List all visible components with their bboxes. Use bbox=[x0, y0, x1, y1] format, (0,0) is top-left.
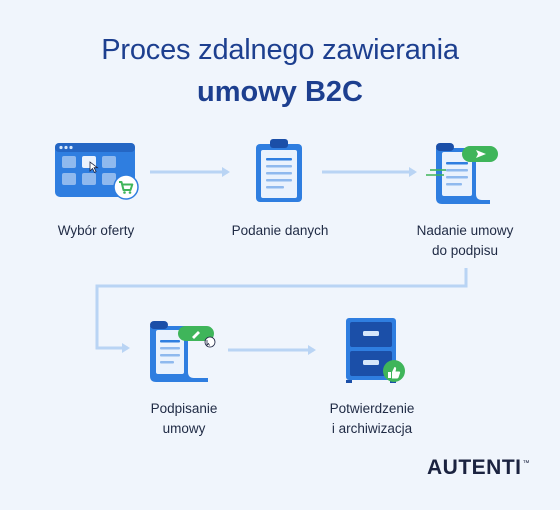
step-label-line: Podpisanie bbox=[150, 401, 218, 416]
step-label-line: Podanie danych bbox=[231, 223, 329, 238]
trademark-mark: ™ bbox=[522, 459, 530, 467]
step-label-line: Wybór oferty bbox=[57, 223, 135, 238]
step-label-line: do podpisu bbox=[431, 243, 499, 258]
browser-cart-icon bbox=[55, 143, 139, 200]
clipboard-form-icon bbox=[256, 139, 302, 202]
step-label-podanie-danych: Podanie danych bbox=[220, 221, 340, 241]
step-label-podpisanie-umowy: Podpisanie umowy bbox=[124, 399, 244, 439]
step-label-line: umowy bbox=[162, 421, 206, 436]
document-send-icon bbox=[426, 143, 498, 204]
brand-name: AUTENTI bbox=[427, 456, 522, 479]
step-label-line: Nadanie umowy bbox=[416, 223, 514, 238]
connector-3-4 bbox=[95, 268, 468, 353]
filing-cabinet-approved-icon bbox=[346, 318, 405, 383]
step-label-wybor-oferty: Wybór oferty bbox=[40, 221, 152, 241]
document-sign-icon bbox=[150, 321, 216, 382]
title-line-2: umowy B2C bbox=[197, 76, 363, 108]
title-line-1: Proces zdalnego zawierania bbox=[101, 34, 459, 66]
step-label-line: i archiwizacja bbox=[331, 421, 413, 436]
step-label-line: Potwierdzenie bbox=[329, 401, 415, 416]
step-label-potwierdzenie: Potwierdzenie i archiwizacja bbox=[310, 399, 434, 439]
step-label-nadanie-umowy: Nadanie umowy do podpisu bbox=[400, 221, 530, 261]
